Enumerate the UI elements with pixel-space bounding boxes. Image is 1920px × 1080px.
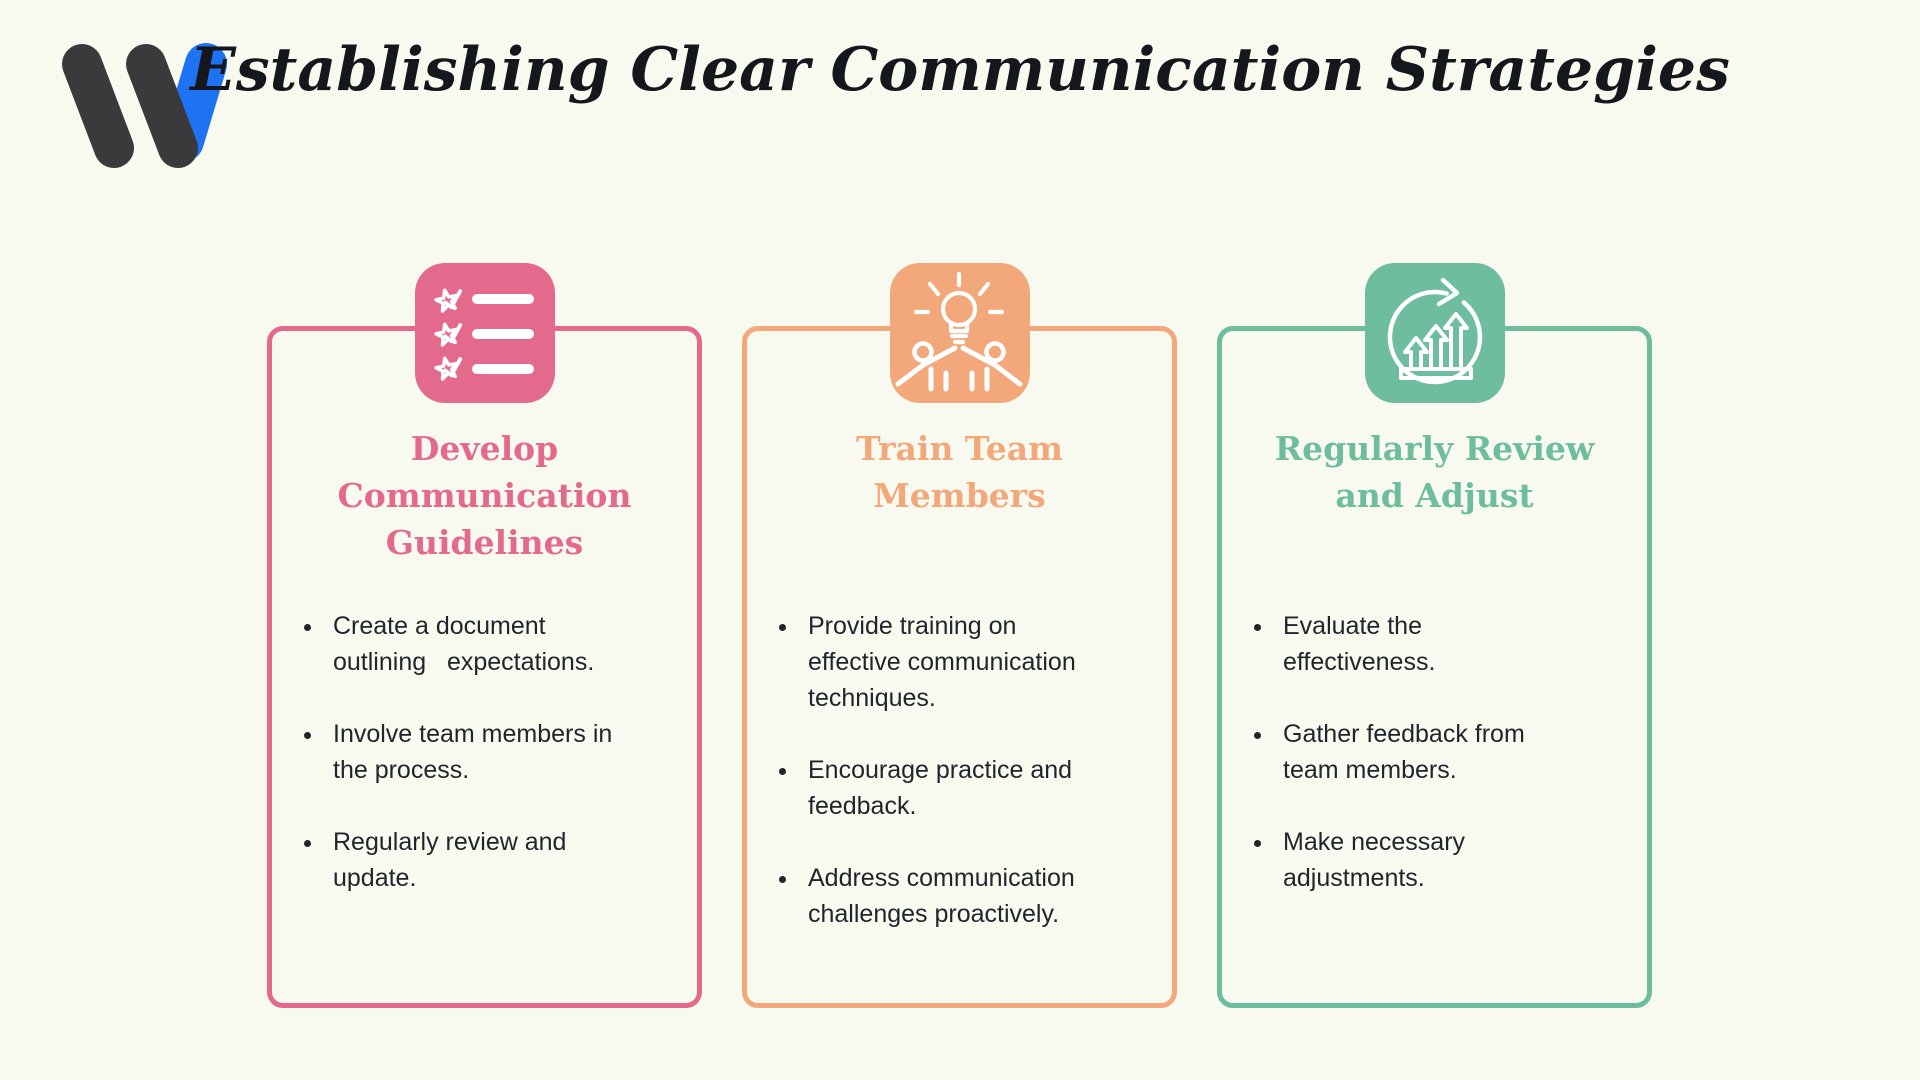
team-highfive-idea-icon xyxy=(889,263,1030,403)
card-title: Develop Communication Guidelines xyxy=(272,425,697,608)
card-title: Regularly Review and Adjust xyxy=(1222,425,1647,608)
bullet-item: Make necessary adjustments. xyxy=(1275,824,1575,896)
bullet-item: Evaluate the effectiveness. xyxy=(1275,608,1575,680)
card-title-line: Communication xyxy=(337,476,632,515)
card-title: Train Team Members xyxy=(747,425,1172,608)
page-title-line2: Strategies xyxy=(1385,35,1730,105)
page-title-line1: Establishing Clear Communication xyxy=(190,35,1365,105)
card-title-line: Train Team xyxy=(855,429,1063,468)
card-title-line: Members xyxy=(873,476,1046,515)
card-title-line: Guidelines xyxy=(385,523,584,562)
card-title-line: and Adjust xyxy=(1335,476,1534,515)
card-title-line: Develop xyxy=(410,429,559,468)
w-logo-icon xyxy=(62,43,227,168)
bullet-item: Create a document outlining expectations… xyxy=(325,608,625,680)
card-develop-communication-guidelines: Develop Communication Guidelines Create … xyxy=(267,263,702,1008)
bullet-item: Encourage practice and feedback. xyxy=(800,752,1100,824)
card-bullet-list: Create a document outlining expectations… xyxy=(272,608,697,896)
bullet-item: Involve team members in the process. xyxy=(325,716,625,788)
bullet-item: Address communication challenges proacti… xyxy=(800,860,1100,932)
card-regularly-review-and-adjust: Regularly Review and Adjust Evaluate the… xyxy=(1217,263,1652,1008)
bullet-item: Regularly review and update. xyxy=(325,824,625,896)
checklist-stars-icon xyxy=(414,263,555,403)
growth-cycle-icon xyxy=(1364,263,1505,403)
card-title-line: Regularly Review xyxy=(1274,429,1595,468)
w-logo xyxy=(58,36,233,171)
card-bullet-list: Evaluate the effectiveness. Gather feedb… xyxy=(1222,608,1647,896)
card-bullet-list: Provide training on effective communicat… xyxy=(747,608,1172,932)
bullet-item: Provide training on effective communicat… xyxy=(800,608,1100,716)
card-train-team-members: Train Team Members Provide training on e… xyxy=(742,263,1177,1008)
bullet-item: Gather feedback from team members. xyxy=(1275,716,1575,788)
page-title: Establishing Clear Communication Strateg… xyxy=(0,24,1920,117)
